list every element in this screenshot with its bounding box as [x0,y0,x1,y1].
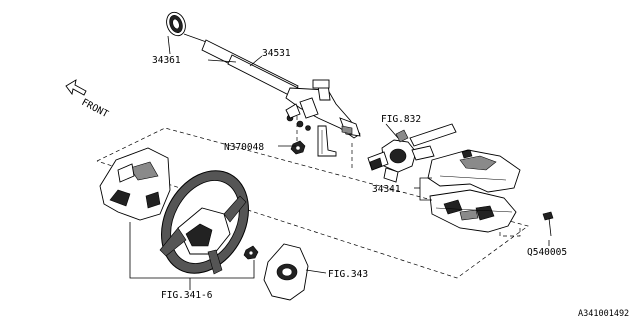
combination-switch [367,123,457,183]
front-arrow-icon [65,79,87,96]
diagram-number: A341001492 [578,309,629,319]
part-label-34341: 34341 [372,184,401,195]
part-label-q540005: Q540005 [527,247,567,258]
figure-ref-832: FIG.832 [381,114,421,125]
steering-wheel [159,170,249,275]
column-cover-lower [429,189,517,233]
column-cover-upper [427,149,521,193]
assembly-outline [96,116,529,279]
part-label-34531: 34531 [262,48,291,59]
horn-pad [263,243,309,301]
screw-part [542,211,554,237]
nut-part [290,140,306,155]
wheel-nut [243,245,259,260]
steering-column-shaft [183,33,361,157]
airbag-cover [99,147,171,221]
figure-ref-341-6: FIG.341-6 [161,290,213,301]
front-label: FRONT [80,97,111,120]
seal-part [166,11,186,37]
part-label-n370048: N370048 [224,142,264,153]
part-label-34361: 34361 [152,55,181,66]
figure-ref-343: FIG.343 [328,269,368,280]
